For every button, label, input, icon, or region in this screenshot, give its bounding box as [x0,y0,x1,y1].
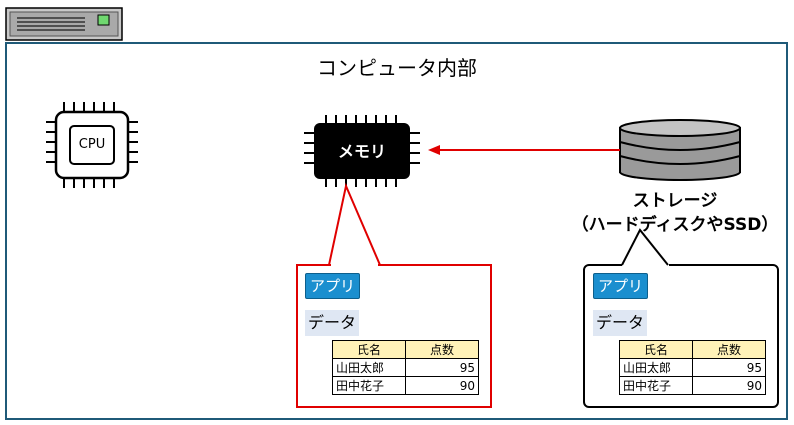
memory-score-table: 氏名 点数 山田太郎 95 田中花子 90 [332,340,479,395]
table-row: 田中花子 90 [619,376,766,395]
cpu-label: CPU [78,137,106,152]
memory-data-badge: データ [305,310,360,336]
memory-chip-icon [304,115,420,187]
memory-label: メモリ [337,142,386,161]
table-cell-score: 95 [692,358,766,377]
database-stack-icon [619,119,741,181]
storage-detail: （ハードディスクやSSD） [571,215,779,235]
table-row: 山田太郎 95 [619,358,766,377]
table-header-score: 点数 [692,340,766,359]
table-cell-score: 90 [692,376,766,395]
storage-score-table: 氏名 点数 山田太郎 95 田中花子 90 [619,340,766,395]
cpu-chip-icon [46,102,138,188]
storage-name: ストレージ [632,191,718,211]
server-case-icon [5,7,123,41]
table-row: 田中花子 90 [332,376,479,395]
storage-data-badge: データ [593,310,648,336]
table-cell-name: 田中花子 [332,376,406,395]
table-header-name: 氏名 [619,340,693,359]
table-cell-name: 山田太郎 [619,358,693,377]
table-row: 山田太郎 95 [332,358,479,377]
table-cell-name: 山田太郎 [332,358,406,377]
computer-interior-frame [5,42,788,420]
table-cell-score: 90 [405,376,479,395]
table-header-name: 氏名 [332,340,406,359]
memory-app-badge: アプリ [305,273,361,299]
diagram-title: コンピュータ内部 [317,56,477,80]
storage-app-badge: アプリ [593,273,649,299]
table-cell-name: 田中花子 [619,376,693,395]
table-cell-score: 95 [405,358,479,377]
